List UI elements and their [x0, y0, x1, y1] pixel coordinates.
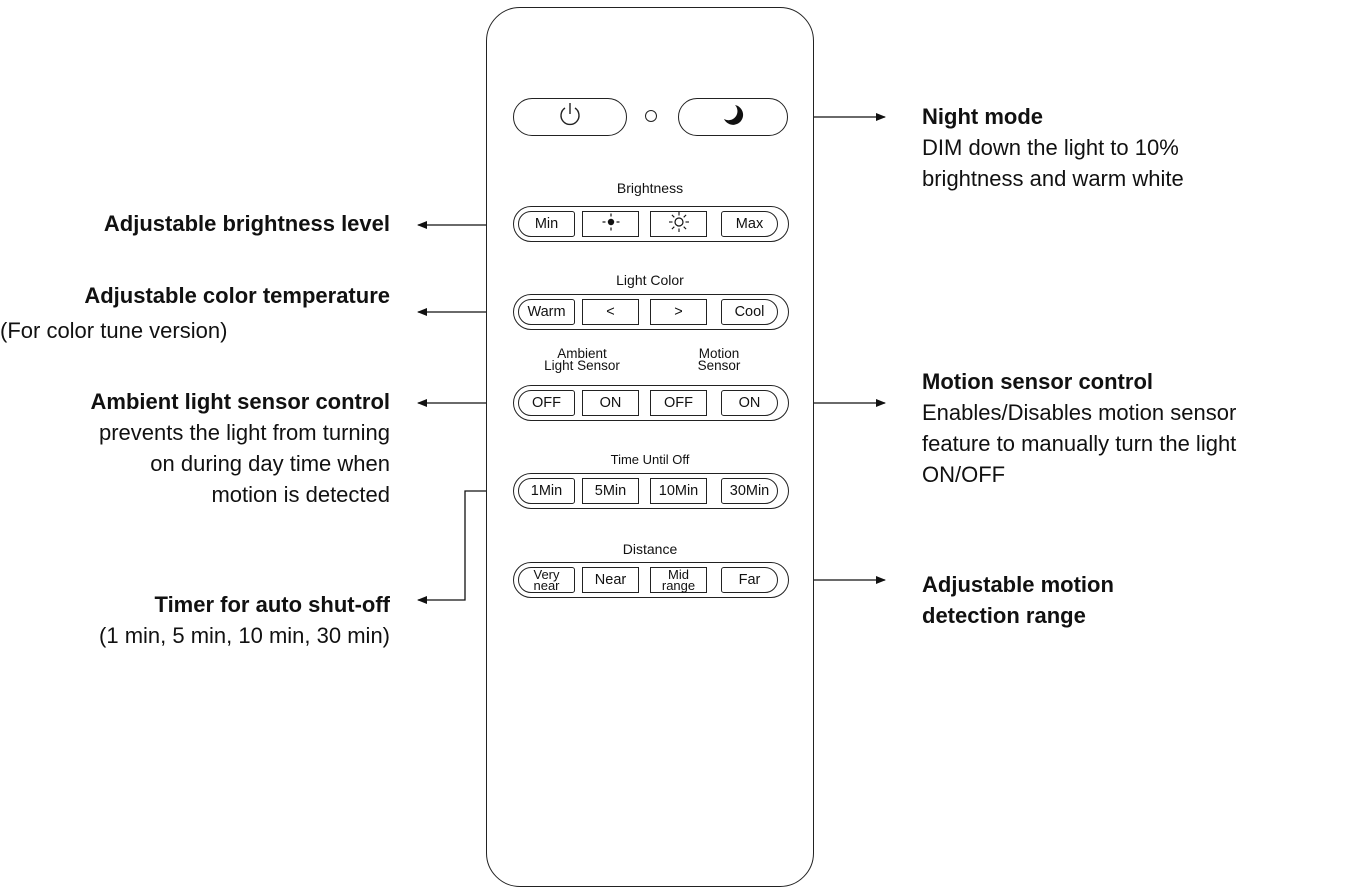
power-button[interactable]: [513, 98, 627, 136]
distance-row: Very near Near Mid range Far: [513, 562, 789, 598]
color-temp-title: Adjustable color temperature: [84, 283, 390, 308]
color-temp-annotation: Adjustable color temperature: [84, 280, 390, 311]
timer-desc: (1 min, 5 min, 10 min, 30 min): [99, 623, 390, 648]
timer-title: Timer for auto shut-off: [154, 592, 390, 617]
night-mode-title: Night mode: [922, 104, 1043, 129]
ambient-label-line1: Ambient: [557, 346, 607, 361]
ambient-label-line2: Light Sensor: [544, 358, 620, 373]
night-mode-desc-2: brightness and warm white: [922, 166, 1184, 191]
brightness-annotation: Adjustable brightness level: [104, 208, 390, 239]
color-temp-desc-wrap: (For color tune version): [0, 315, 227, 346]
distance-title-1: Adjustable motion: [922, 572, 1114, 597]
remote-control: [486, 7, 814, 887]
motion-on-button[interactable]: ON: [721, 390, 778, 416]
motion-off-button[interactable]: OFF: [650, 390, 707, 416]
color-cool-button[interactable]: Cool: [721, 299, 778, 325]
very-near-line2: near: [533, 578, 560, 593]
timer-group-label: Time Until Off: [610, 452, 690, 467]
brightness-max-button[interactable]: Max: [721, 211, 778, 237]
brightness-title: Adjustable brightness level: [103, 211, 390, 236]
mid-range-line1: Mid: [668, 567, 689, 582]
timer-5min-button[interactable]: 5Min: [582, 478, 639, 504]
ambient-off-button[interactable]: OFF: [518, 390, 575, 416]
motion-desc-2: feature to manually turn the light: [922, 431, 1237, 456]
motion-desc-3: ON/OFF: [922, 462, 1006, 487]
brightness-min-button[interactable]: Min: [518, 211, 575, 237]
color-warmer-button[interactable]: <: [582, 299, 639, 325]
ambient-annotation: Ambient light sensor control prevents th…: [91, 386, 390, 510]
color-warm-button[interactable]: Warm: [518, 299, 575, 325]
dim-sun-icon: [601, 212, 621, 236]
brightness-group-label: Brightness: [616, 180, 684, 196]
color-temp-desc: (For color tune version): [0, 318, 228, 343]
timer-10min-button[interactable]: 10Min: [650, 478, 707, 504]
color-cooler-button[interactable]: >: [650, 299, 707, 325]
brightness-down-button[interactable]: [582, 211, 639, 237]
very-near-line1: Very: [533, 567, 560, 582]
distance-far-button[interactable]: Far: [721, 567, 778, 593]
distance-title-2: detection range: [922, 603, 1086, 628]
distance-annotation: Adjustable motion detection range: [922, 569, 1114, 631]
distance-very-near-button[interactable]: Very near: [518, 567, 575, 593]
power-icon: [558, 102, 582, 133]
timer-1min-button[interactable]: 1Min: [518, 478, 575, 504]
motion-desc-1: Enables/Disables motion sensor: [922, 400, 1237, 425]
distance-mid-range-button[interactable]: Mid range: [650, 567, 707, 593]
brightness-row: Min Max: [513, 206, 789, 242]
ambient-title: Ambient light sensor control: [90, 389, 390, 414]
night-mode-button[interactable]: [678, 98, 788, 136]
motion-sensor-label: Motion Sensor: [664, 346, 774, 373]
distance-group-label: Distance: [622, 541, 678, 557]
bright-sun-icon: [668, 211, 690, 237]
brightness-up-button[interactable]: [650, 211, 707, 237]
indicator-led: [645, 110, 657, 122]
motion-label-line2: Sensor: [697, 358, 741, 373]
timer-30min-button[interactable]: 30Min: [721, 478, 778, 504]
distance-near-button[interactable]: Near: [582, 567, 639, 593]
light-color-group-label: Light Color: [616, 272, 684, 288]
night-mode-annotation: Night mode DIM down the light to 10% bri…: [922, 101, 1184, 194]
timer-row: 1Min 5Min 10Min 30Min: [513, 473, 789, 509]
night-mode-desc-1: DIM down the light to 10%: [922, 135, 1179, 160]
ambient-on-button[interactable]: ON: [582, 390, 639, 416]
ambient-desc-3: motion is detected: [211, 482, 390, 507]
motion-label-line1: Motion: [698, 346, 740, 361]
moon-icon: [721, 103, 745, 132]
light-color-row: Warm < > Cool: [513, 294, 789, 330]
mid-range-line2: range: [661, 578, 696, 593]
timer-annotation: Timer for auto shut-off (1 min, 5 min, 1…: [99, 589, 390, 651]
motion-title: Motion sensor control: [922, 369, 1153, 394]
sensor-row: OFF ON OFF ON: [513, 385, 789, 421]
ambient-sensor-label: Ambient Light Sensor: [527, 346, 637, 373]
ambient-desc-2: on during day time when: [150, 451, 390, 476]
motion-annotation: Motion sensor control Enables/Disables m…: [922, 366, 1236, 490]
ambient-desc-1: prevents the light from turning: [98, 420, 390, 445]
